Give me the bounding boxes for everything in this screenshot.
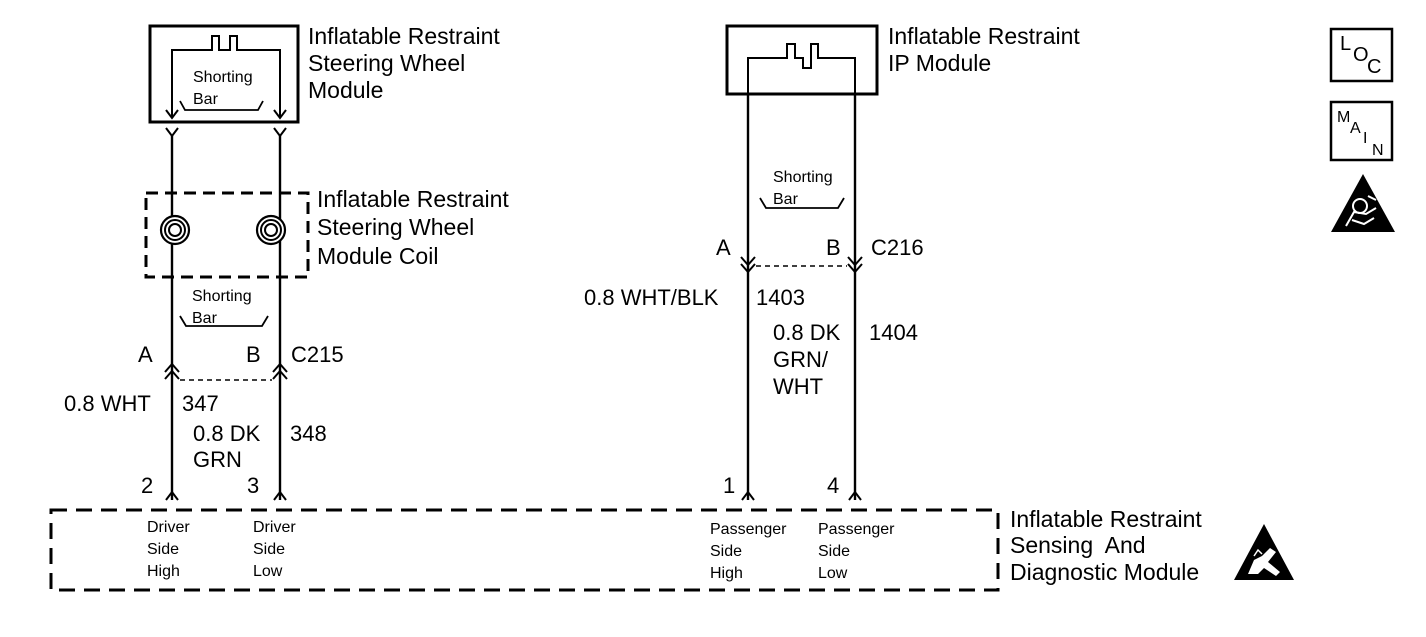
steering-module-pin-a-arrow	[165, 109, 179, 120]
sdm-pin-3-label-line1: Driver	[253, 519, 296, 536]
coil-shorting-bar-line2: Bar	[192, 310, 218, 327]
steering-module-box	[148, 24, 300, 124]
coil-a-icon	[159, 214, 191, 246]
c215-pin-b-mark	[272, 362, 288, 380]
wire-348-color-line1: 0.8 DK	[193, 421, 261, 446]
steering-socket-a	[165, 127, 179, 138]
sdm-title-line1: Inflatable Restraint	[1010, 506, 1202, 532]
coil-b-icon	[255, 214, 287, 246]
main-letter-i: I	[1363, 130, 1367, 147]
steering-wheel-module-coil: Inflatable Restraint Steering Wheel Modu…	[144, 186, 509, 327]
main-letter-n: N	[1372, 142, 1384, 159]
wire-1403-circuit: 1403	[756, 285, 805, 310]
coil-title-line3: Module Coil	[317, 243, 438, 269]
c216-pin-a-mark	[740, 256, 756, 274]
sdm-pin-2-arrow	[165, 490, 179, 501]
loc-icon[interactable]: L O C	[1329, 27, 1394, 83]
wire-348-circuit: 348	[290, 421, 327, 446]
steering-socket-b	[273, 127, 287, 138]
coil-title-line2: Steering Wheel	[317, 214, 474, 240]
loc-letter-l: L	[1340, 33, 1351, 55]
c215-pin-a-label: A	[138, 342, 153, 367]
wire-347-color: 0.8 WHT	[64, 391, 151, 416]
sdm-pin-2-label-line3: High	[147, 563, 180, 580]
c216-pin-a-label: A	[716, 235, 731, 260]
sdm-pin-1-label-line1: Passenger	[710, 521, 787, 538]
sdm-pin-3-label-line2: Side	[253, 541, 285, 558]
sdm-pin-3-arrow	[273, 490, 287, 501]
connector-c215: A B C215	[138, 342, 344, 381]
loc-letter-c: C	[1367, 56, 1381, 78]
steering-module-internal-circuit	[171, 35, 281, 118]
ip-shorting-bar-line1: Shorting	[773, 169, 833, 186]
ip-module-internal-circuit	[747, 43, 856, 94]
sdm-pin-4-label-line2: Side	[818, 543, 850, 560]
steering-module-pin-b-arrow	[273, 109, 287, 120]
main-icon[interactable]: M A I N	[1329, 100, 1394, 162]
sdm-pin-1-number: 1	[723, 473, 735, 498]
ip-module-box	[725, 24, 879, 96]
c215-pin-b-label: B	[246, 342, 261, 367]
sdm-title-line2: Sensing And	[1010, 532, 1146, 558]
steering-module-title-line1: Inflatable Restraint	[308, 23, 500, 49]
sdm-pin-3-label-line3: Low	[253, 563, 283, 580]
wire-1404-color-line1: 0.8 DK	[773, 320, 841, 345]
coil-title-line1: Inflatable Restraint	[317, 186, 509, 212]
c215-pin-a-mark	[164, 362, 180, 380]
main-letter-a: A	[1350, 120, 1361, 137]
c216-pin-b-label: B	[826, 235, 841, 260]
wire-347-circuit: 347	[182, 391, 219, 416]
c216-connector-label: C216	[871, 235, 924, 260]
c215-connector-label: C215	[291, 342, 344, 367]
loc-letter-o: O	[1353, 44, 1369, 66]
ip-module-title-line1: Inflatable Restraint	[888, 23, 1080, 49]
steering-module-title-line2: Steering Wheel	[308, 50, 465, 76]
sdm-pin-1-arrow	[741, 490, 755, 501]
airbag-warning-icon	[1331, 174, 1395, 232]
sdm-pin-4-number: 4	[827, 473, 839, 498]
main-letter-m: M	[1337, 109, 1350, 126]
coil-shorting-bar	[179, 315, 269, 327]
sdm-pin-2-number: 2	[141, 473, 153, 498]
wire-1403-color: 0.8 WHT/BLK	[584, 285, 719, 310]
sdm-pin-1-label-line3: High	[710, 565, 743, 582]
sdm-pin-1-label-line2: Side	[710, 543, 742, 560]
steering-wheel-module: Shorting Bar Inflatable Restraint Steeri…	[148, 23, 500, 124]
esd-warning-icon	[1234, 524, 1294, 580]
ip-shorting-bar	[759, 197, 845, 209]
sdm-dashed-box	[49, 508, 1000, 592]
sdm-pin-4-label-line1: Passenger	[818, 521, 895, 538]
c216-pin-b-mark	[847, 256, 863, 274]
steering-shorting-bar-line2: Bar	[193, 91, 219, 108]
sdm-pin-4-arrow	[848, 490, 862, 501]
wire-348-color-line2: GRN	[193, 447, 242, 472]
wire-1404-color-line3: WHT	[773, 374, 823, 399]
sdm-pin-4-label-line3: Low	[818, 565, 848, 582]
ip-module-title-line2: IP Module	[888, 50, 991, 76]
steering-shorting-bar	[179, 100, 264, 111]
wire-1404-color-line2: GRN/	[773, 347, 829, 372]
coil-shorting-bar-line1: Shorting	[192, 288, 252, 305]
sdm-pin-2-label-line1: Driver	[147, 519, 190, 536]
connector-c216: A B C216	[716, 235, 924, 274]
steering-module-title-line3: Module	[308, 77, 383, 103]
steering-shorting-bar-line1: Shorting	[193, 69, 253, 86]
ip-module: Inflatable Restraint IP Module Shorting …	[725, 23, 1080, 209]
sdm-pin-3-number: 3	[247, 473, 259, 498]
wire-1404-circuit: 1404	[869, 320, 918, 345]
sdm-pin-2-label-line2: Side	[147, 541, 179, 558]
sensing-diagnostic-module: 2 3 1 4 Driver Side High Driver Side Low…	[49, 473, 1202, 592]
coil-dashed-box	[144, 191, 310, 279]
sdm-title-line3: Diagnostic Module	[1010, 559, 1199, 585]
ip-shorting-bar-line2: Bar	[773, 191, 799, 208]
